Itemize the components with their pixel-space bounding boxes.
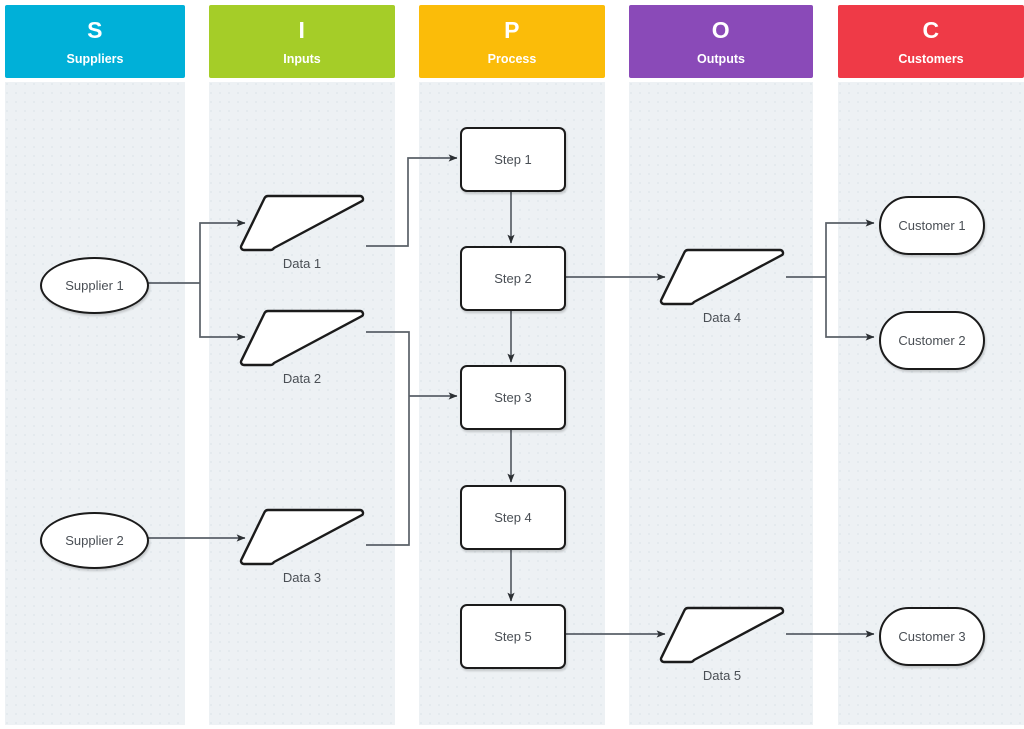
parallelogram-shape (238, 506, 366, 566)
column-header-letter: C (922, 17, 940, 43)
customer-node-label: Customer 1 (898, 218, 966, 233)
input-node-label: Data 1 (282, 256, 322, 271)
customer-node-label: Customer 2 (898, 333, 966, 348)
supplier-node-2[interactable]: Supplier 2 (40, 512, 149, 569)
parallelogram-shape (658, 604, 786, 664)
output-node-1[interactable]: Data 4 (658, 246, 786, 325)
column-band-suppliers (5, 82, 185, 725)
process-step-3[interactable]: Step 3 (460, 365, 566, 430)
parallelogram-shape (658, 246, 786, 306)
column-header-customers[interactable]: C Customers (838, 5, 1024, 78)
process-step-label: Step 1 (494, 152, 532, 167)
process-step-label: Step 4 (494, 510, 532, 525)
supplier-node-1[interactable]: Supplier 1 (40, 257, 149, 314)
column-header-outputs[interactable]: O Outputs (629, 5, 813, 78)
input-node-2[interactable]: Data 2 (238, 307, 366, 386)
supplier-node-label: Supplier 2 (65, 533, 124, 548)
process-step-label: Step 5 (494, 629, 532, 644)
supplier-node-label: Supplier 1 (65, 278, 124, 293)
column-header-letter: S (87, 17, 103, 43)
column-band-inputs (209, 82, 395, 725)
column-header-process[interactable]: P Process (419, 5, 605, 78)
customer-node-label: Customer 3 (898, 629, 966, 644)
parallelogram-shape (238, 192, 366, 252)
process-step-5[interactable]: Step 5 (460, 604, 566, 669)
input-node-label: Data 2 (282, 371, 322, 386)
customer-node-3[interactable]: Customer 3 (879, 607, 985, 666)
process-step-4[interactable]: Step 4 (460, 485, 566, 550)
output-node-2[interactable]: Data 5 (658, 604, 786, 683)
column-band-outputs (629, 82, 813, 725)
process-step-label: Step 3 (494, 390, 532, 405)
column-header-inputs[interactable]: I Inputs (209, 5, 395, 78)
customer-node-1[interactable]: Customer 1 (879, 196, 985, 255)
column-header-letter: P (504, 17, 520, 43)
column-header-title: Inputs (283, 52, 321, 66)
column-header-title: Suppliers (66, 52, 124, 66)
process-step-1[interactable]: Step 1 (460, 127, 566, 192)
customer-node-2[interactable]: Customer 2 (879, 311, 985, 370)
output-node-label: Data 4 (702, 310, 742, 325)
column-header-title: Outputs (697, 52, 745, 66)
input-node-3[interactable]: Data 3 (238, 506, 366, 585)
process-step-2[interactable]: Step 2 (460, 246, 566, 311)
column-header-letter: I (298, 17, 306, 43)
column-header-title: Process (487, 52, 537, 66)
column-header-suppliers[interactable]: S Suppliers (5, 5, 185, 78)
column-header-title: Customers (898, 52, 964, 66)
column-header-letter: O (711, 17, 731, 43)
process-step-label: Step 2 (494, 271, 532, 286)
input-node-1[interactable]: Data 1 (238, 192, 366, 271)
input-node-label: Data 3 (282, 570, 322, 585)
output-node-label: Data 5 (702, 668, 742, 683)
parallelogram-shape (238, 307, 366, 367)
